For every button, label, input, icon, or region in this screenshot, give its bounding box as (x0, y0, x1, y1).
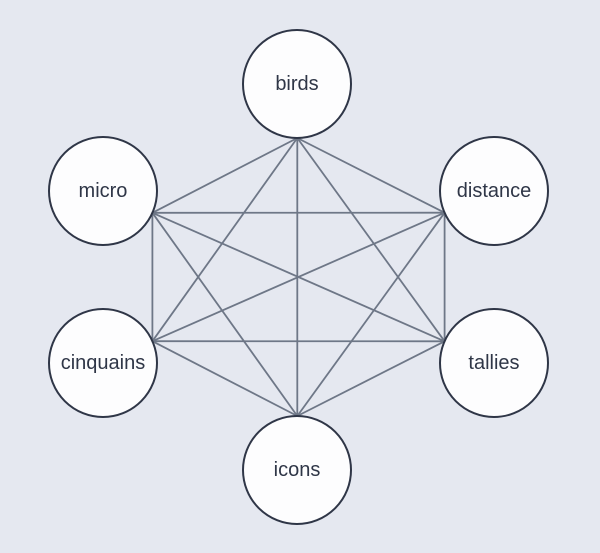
node-icons[interactable]: icons (243, 416, 351, 524)
edge-icons-cinquains (152, 341, 297, 416)
node-label-micro: micro (79, 180, 128, 202)
node-distance[interactable]: distance (440, 137, 548, 245)
node-micro[interactable]: micro (49, 137, 157, 245)
edge-distance-icons (297, 213, 444, 416)
node-label-cinquains: cinquains (61, 352, 146, 374)
edge-birds-cinquains (152, 138, 297, 341)
edge-icons-micro (152, 213, 297, 416)
node-label-birds: birds (275, 73, 318, 95)
node-cinquains[interactable]: cinquains (49, 309, 157, 417)
node-birds[interactable]: birds (243, 30, 351, 138)
edge-birds-micro (152, 138, 297, 213)
edge-birds-tallies (297, 138, 444, 341)
edge-birds-distance (297, 138, 444, 213)
node-label-tallies: tallies (468, 352, 519, 374)
node-tallies[interactable]: tallies (440, 309, 548, 417)
node-label-icons: icons (274, 459, 321, 481)
edge-tallies-icons (297, 341, 444, 416)
node-label-distance: distance (457, 180, 532, 202)
